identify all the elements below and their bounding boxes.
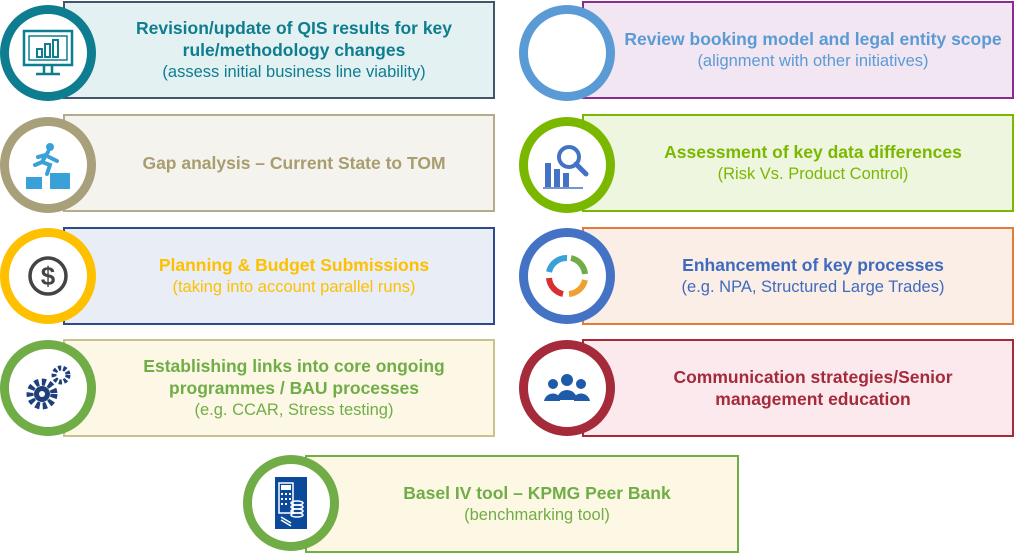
dollar-icon: $	[0, 228, 96, 324]
item-box: Enhancement of key processes (e.g. NPA, S…	[582, 227, 1014, 325]
item-box: Communication strategies/Senior manageme…	[582, 339, 1014, 437]
item-title: Review booking model and legal entity sc…	[624, 29, 1002, 49]
item-title: Gap analysis – Current State to TOM	[142, 153, 446, 173]
item-title: Establishing links into core ongoing pro…	[143, 356, 445, 398]
svg-text:$: $	[41, 261, 56, 291]
item-subtitle: (Risk Vs. Product Control)	[717, 165, 909, 183]
item-subtitle: (benchmarking tool)	[464, 506, 610, 524]
monitor-chart-icon	[0, 5, 96, 101]
item-title: Enhancement of key processes	[682, 255, 944, 275]
item-box: Gap analysis – Current State to TOM	[63, 114, 495, 212]
item-subtitle: (alignment with other initiatives)	[697, 52, 929, 70]
calculator-coins-icon	[243, 455, 339, 551]
item-subtitle: (e.g. CCAR, Stress testing)	[194, 401, 394, 419]
item-subtitle: (taking into account parallel runs)	[172, 278, 416, 296]
item-title: Communication strategies/Senior manageme…	[673, 367, 953, 409]
item-title: Basel IV tool – KPMG Peer Bank	[403, 483, 671, 503]
people-icon	[519, 340, 615, 436]
item-box: Basel IV tool – KPMG Peer Bank (benchmark…	[305, 455, 739, 553]
chart-magnifier-icon	[519, 117, 615, 213]
item-box: Establishing links into core ongoing pro…	[63, 339, 495, 437]
item-box: Planning & Budget Submissions (taking int…	[63, 227, 495, 325]
runner-steps-icon	[0, 117, 96, 213]
cycle-arrows-icon	[519, 228, 615, 324]
blank-icon	[519, 5, 615, 101]
item-subtitle: (assess initial business line viability)	[162, 63, 426, 81]
item-box: Revision/update of QIS results for key r…	[63, 1, 495, 99]
item-box: Assessment of key data differences (Risk …	[582, 114, 1014, 212]
item-title: Revision/update of QIS results for key r…	[135, 18, 453, 60]
item-subtitle: (e.g. NPA, Structured Large Trades)	[681, 278, 945, 296]
gears-icon	[0, 340, 96, 436]
item-box: Review booking model and legal entity sc…	[582, 1, 1014, 99]
item-title: Planning & Budget Submissions	[158, 255, 430, 275]
item-title: Assessment of key data differences	[664, 142, 962, 162]
